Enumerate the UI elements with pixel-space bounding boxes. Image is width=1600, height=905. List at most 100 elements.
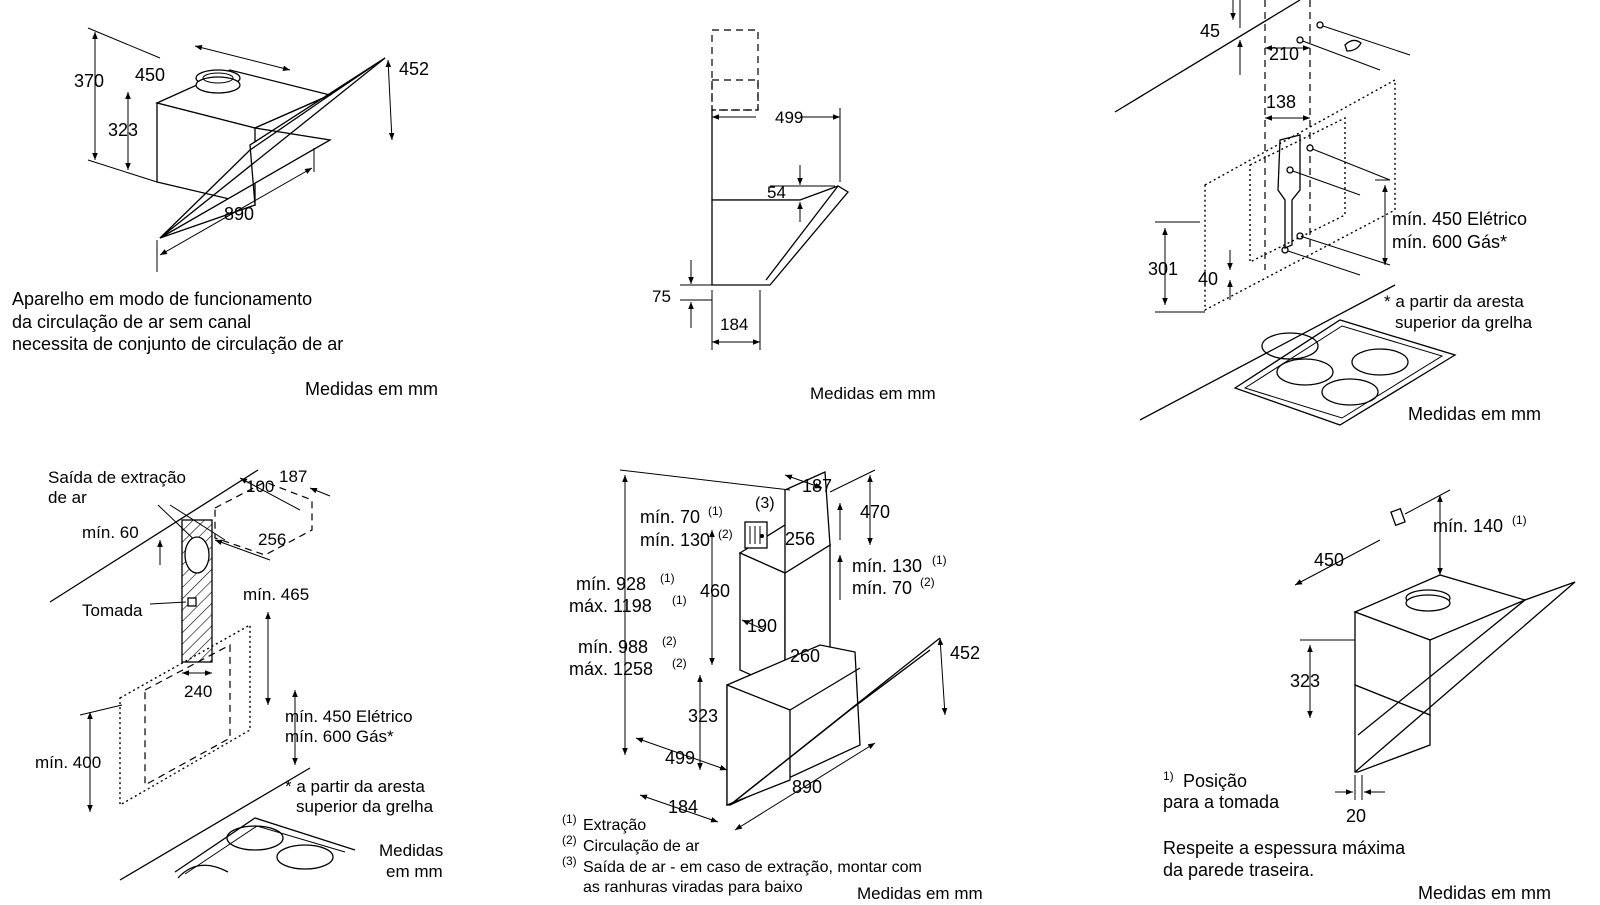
dim-210: 210: [1269, 44, 1299, 64]
sup-min130-2: (2): [718, 527, 733, 541]
min-gas: mín. 600 Gás*: [285, 727, 394, 746]
dim-187: 187: [279, 467, 307, 486]
dim-450: 450: [1314, 550, 1344, 570]
footnote-line-2: superior da grelha: [1395, 313, 1533, 332]
hood-outline-dotted: [1204, 78, 1396, 312]
dim-450: 450: [135, 65, 165, 85]
sup-min140: (1): [1512, 513, 1527, 527]
footnote-line-1: * a partir da aresta: [1384, 292, 1524, 311]
note-line-3: necessita de conjunto de circulação de a…: [12, 334, 343, 354]
legend-mark-1: (1): [562, 812, 577, 826]
air-outlet-icon: [195, 76, 241, 94]
dim-323: 323: [688, 706, 718, 726]
dim-460: 460: [700, 581, 730, 601]
dim-40: 40: [1198, 269, 1218, 289]
dim-min-465: mín. 465: [243, 585, 309, 604]
units-label: Medidas em mm: [305, 379, 438, 399]
sup-min988: (2): [662, 634, 677, 648]
note2-line-1: Respeite a espessura máxima: [1163, 838, 1406, 858]
dim-20: 20: [1346, 806, 1366, 826]
legend-text-2: Circulação de ar: [583, 838, 700, 855]
legend-mark-2: (2): [562, 833, 577, 847]
dim-452: 452: [950, 643, 980, 663]
units-label-2: em mm: [386, 862, 443, 881]
dim-min-60: mín. 60: [82, 523, 139, 542]
legend-text-1: Extração: [583, 817, 646, 834]
min-electric: mín. 450 Elétrico: [285, 707, 413, 726]
dim-min130-1: mín. 130: [852, 556, 922, 576]
dim-45: 45: [1200, 21, 1220, 41]
units-label-1: Medidas: [379, 841, 443, 860]
mounting-bracket: [1277, 134, 1301, 249]
min-gas: mín. 600 Gás*: [1392, 232, 1507, 252]
screw-icons: [1281, 21, 1411, 276]
note1-line-2: para a tomada: [1163, 792, 1280, 812]
hob-illustration: [1139, 284, 1457, 426]
legend-text-3-cont: as ranhuras viradas para baixo: [583, 879, 803, 896]
units-label: Medidas em mm: [810, 384, 936, 403]
ceiling-line: [49, 469, 259, 603]
dim-499: 499: [775, 108, 803, 127]
sup-min130-1: (1): [932, 553, 947, 567]
socket-icon: [1390, 507, 1406, 527]
dim-54: 54: [767, 183, 786, 202]
dim-min70-1: mín. 70: [640, 507, 700, 527]
units-label: Medidas em mm: [1408, 404, 1541, 424]
sup-max1198: (1): [672, 593, 687, 607]
note2-line-2: da parede traseira.: [1163, 860, 1314, 880]
dim-max1258: máx. 1258: [569, 659, 653, 679]
dim-470: 470: [860, 502, 890, 522]
dim-323: 323: [108, 120, 138, 140]
note1-line-1: Posição: [1183, 771, 1247, 791]
dim-260: 260: [790, 646, 820, 666]
dim-452: 452: [399, 59, 429, 79]
ceiling-line: [1114, 0, 1301, 113]
dim-min988: mín. 988: [578, 637, 648, 657]
note-line-1: Aparelho em modo de funcionamento: [12, 289, 312, 309]
panel-side-view: 499 54 75 184 Medidas em mm: [652, 29, 936, 403]
dim-256: 256: [785, 529, 815, 549]
hood-illustration: [155, 57, 386, 239]
marker-3: (3): [755, 495, 775, 512]
dim-75: 75: [652, 287, 671, 306]
dim-min928: mín. 928: [576, 574, 646, 594]
dim-184: 184: [668, 797, 698, 817]
dim-187: 187: [802, 476, 832, 496]
dim-190: 190: [747, 616, 777, 636]
outlet-label-2: de ar: [48, 488, 87, 507]
panel-extraction-outlet: Saída de extração de ar Tomada 100 187 m…: [35, 467, 443, 881]
sup-max1258: (2): [672, 656, 687, 670]
legend: (1) Extração (2) Circulação de ar (3) Sa…: [562, 812, 922, 896]
chimney-upper-outline: [711, 29, 759, 111]
dim-256: 256: [258, 530, 286, 549]
dim-890: 890: [224, 204, 254, 224]
panel-recirculation-hood: 370 450 323 452 890 Aparelho em modo de …: [12, 27, 438, 399]
dim-min70-2: mín. 70: [852, 578, 912, 598]
legend-mark-3: (3): [562, 854, 577, 868]
dim-138: 138: [1266, 92, 1296, 112]
dim-370: 370: [74, 71, 104, 91]
dim-301: 301: [1148, 259, 1178, 279]
outlet-circle-icon: [184, 536, 210, 574]
socket-icon: [187, 597, 197, 607]
units-label: Medidas em mm: [857, 884, 983, 900]
air-outlet-icon: [1405, 594, 1451, 612]
socket-label: Tomada: [82, 601, 143, 620]
outlet-label-1: Saída de extração: [48, 468, 186, 487]
min-electric: mín. 450 Elétrico: [1392, 209, 1527, 229]
legend-text-3: Saída de ar - em caso de extração, monta…: [583, 859, 922, 876]
dim-184: 184: [720, 315, 748, 334]
units-label: Medidas em mm: [1418, 883, 1551, 900]
dim-100: 100: [246, 477, 274, 496]
min-140: mín. 140: [1433, 516, 1503, 536]
note-line-2: da circulação de ar sem canal: [12, 312, 251, 332]
dim-890: 890: [792, 777, 822, 797]
dim-min130-2: mín. 130: [640, 530, 710, 550]
dim-323: 323: [1290, 671, 1320, 691]
sup-min70-1: (1): [708, 504, 723, 518]
footnote-line-2: superior da grelha: [296, 797, 434, 816]
panel-socket-position: mín. 140 (1) 450 323 20 1) Posição para …: [1163, 489, 1576, 903]
footnote-line-1: * a partir da aresta: [285, 777, 425, 796]
